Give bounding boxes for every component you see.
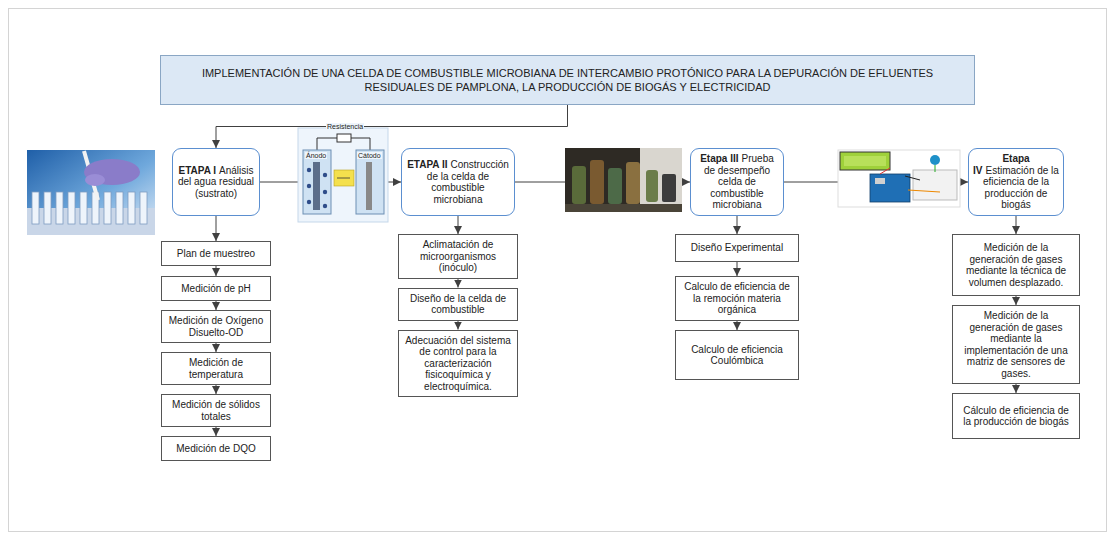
stage-box: Etapa IVEstimación de la eficiencia de l…: [968, 148, 1064, 216]
text-wrap: Calculo de eficiencia de la remoción mat…: [681, 281, 793, 316]
flow-arrow: [458, 216, 459, 234]
process-box: Diseño Experimental: [675, 234, 799, 262]
process-box: Medición de la generación de gases media…: [952, 234, 1080, 296]
box-text: Medición de la generación de gases media…: [964, 310, 1067, 379]
text-wrap: Etapa IVEstimación de la eficiencia de l…: [973, 153, 1059, 211]
arduino-setup: [838, 150, 960, 207]
box-text: Diseño Experimental: [691, 242, 783, 253]
box-text: Medición de la generación de gases media…: [966, 242, 1066, 288]
text-wrap: Calculo de eficiencia Coulómbica: [681, 344, 793, 367]
frame-border: [9, 9, 1107, 532]
text-wrap: Aclimatación de microorganismos (inóculo…: [404, 239, 512, 274]
process-box: Cálculo de eficiencia de la producción d…: [952, 393, 1080, 439]
process-box: Calculo de eficiencia Coulómbica: [675, 330, 799, 380]
box-text: Cálculo de eficiencia de la producción d…: [963, 405, 1069, 428]
process-box: Calculo de eficiencia de la remoción mat…: [675, 276, 799, 321]
stage-heading: Etapa III: [700, 153, 738, 164]
title-box: IMPLEMENTACIÓN DE UNA CELDA DE COMBUSTIB…: [160, 55, 975, 105]
box-text: Calculo de eficiencia Coulómbica: [691, 344, 783, 367]
flow-arrow: [458, 321, 459, 330]
flow-arrow: [1016, 296, 1017, 305]
text-wrap: Medición de temperatura: [167, 357, 265, 380]
stage-box: ETAPA IAnálisis del agua residual (sustr…: [172, 148, 260, 216]
text-wrap: Diseño Experimental: [691, 242, 783, 254]
flow-arrow: [216, 343, 217, 352]
text-wrap: Adecuación del sistema de control para l…: [404, 335, 512, 393]
process-box: Medición de DQO: [161, 436, 271, 461]
text-wrap: Medición de sólidos totales: [167, 399, 265, 422]
flow-arrow: [1016, 384, 1017, 393]
part-label: Resistencia: [326, 123, 364, 130]
box-text: Medición de sólidos totales: [172, 399, 260, 422]
stage-heading: ETAPA II: [407, 159, 447, 170]
process-box: Diseño de la celda de combustible: [398, 288, 518, 321]
stage-box: Etapa IIIPrueba de desempeño celda de co…: [690, 148, 784, 216]
process-box: Plan de muestreo: [161, 241, 271, 266]
flow-arrow: [216, 385, 217, 394]
text-wrap: Medición de pH: [181, 283, 250, 295]
flow-arrow: [737, 321, 738, 331]
flow-arrow: [216, 427, 217, 436]
process-box: Medición de pH: [161, 276, 271, 301]
part-label: Ánodo: [305, 152, 327, 159]
box-text: Medición de Oxígeno Disuelto-OD: [169, 315, 264, 338]
text-wrap: ETAPA IAnálisis del agua residual (sustr…: [177, 165, 255, 200]
flow-arrow: [216, 266, 217, 276]
process-box: Medición de la generación de gases media…: [952, 305, 1080, 384]
text-wrap: Medición de DQO: [176, 443, 255, 455]
process-box: Aclimatación de microorganismos (inóculo…: [398, 234, 518, 279]
flow-arrow: [737, 262, 738, 276]
stage-box: ETAPA IIConstrucción de la celda de comb…: [401, 148, 515, 216]
text-wrap: ETAPA IIConstrucción de la celda de comb…: [406, 159, 510, 205]
text-wrap: Medición de Oxígeno Disuelto-OD: [167, 315, 265, 338]
box-text: Plan de muestreo: [177, 248, 255, 259]
text-wrap: Medición de la generación de gases media…: [958, 242, 1074, 288]
box-text: Aclimatación de microorganismos (inóculo…: [420, 239, 496, 273]
box-text: Adecuación del sistema de control para l…: [405, 335, 511, 392]
box-text: Calculo de eficiencia de la remoción mat…: [684, 281, 790, 315]
text-wrap: Etapa IIIPrueba de desempeño celda de co…: [695, 153, 779, 211]
process-box: Medición de Oxígeno Disuelto-OD: [161, 310, 271, 343]
text-wrap: Plan de muestreo: [177, 248, 255, 260]
text-wrap: Diseño de la celda de combustible: [404, 293, 512, 316]
process-box: Medición de sólidos totales: [161, 394, 271, 427]
flow-arrow: [458, 279, 459, 288]
lab-photo: [27, 150, 155, 235]
flow-arrow: [216, 301, 217, 310]
flow-arrow: [216, 105, 568, 148]
flow-arrow: [216, 216, 217, 241]
stage-heading: ETAPA I: [178, 165, 216, 176]
part-label: Cátodo: [357, 152, 382, 159]
flow-arrow: [737, 216, 738, 234]
box-text: IMPLEMENTACIÓN DE UNA CELDA DE COMBUSTIB…: [202, 67, 933, 93]
text-wrap: Cálculo de eficiencia de la producción d…: [958, 405, 1074, 428]
box-text: Diseño de la celda de combustible: [410, 293, 506, 316]
process-box: Medición de temperatura: [161, 352, 271, 385]
reactor-photo: [565, 148, 682, 212]
fuel-cell-schematic: [298, 128, 388, 222]
box-text: Medición de DQO: [176, 443, 255, 454]
flow-arrow: [1016, 216, 1017, 234]
box-text: Medición de pH: [181, 283, 250, 294]
box-text: Estimación de la eficiencia de la produc…: [983, 165, 1059, 211]
box-text: Medición de temperatura: [189, 357, 243, 380]
text-wrap: Medición de la generación de gases media…: [958, 310, 1074, 379]
process-box: Adecuación del sistema de control para l…: [398, 330, 518, 398]
text-wrap: IMPLEMENTACIÓN DE UNA CELDA DE COMBUSTIB…: [171, 66, 964, 95]
